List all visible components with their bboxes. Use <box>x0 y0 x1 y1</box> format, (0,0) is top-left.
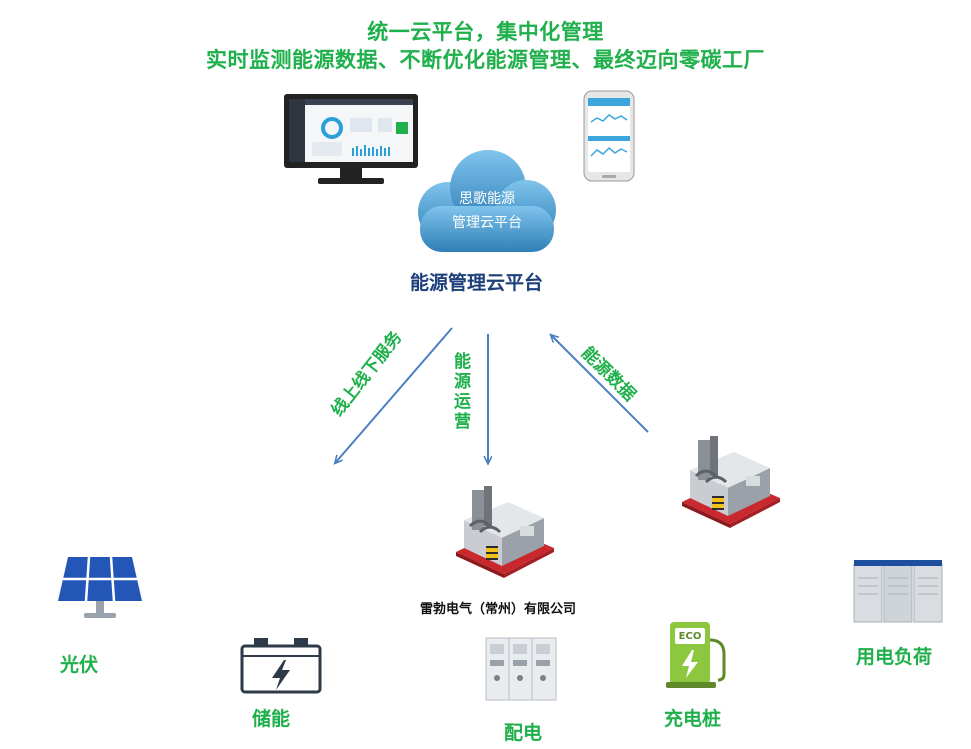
label-load: 用电负荷 <box>856 646 933 668</box>
factory-icon <box>456 486 554 578</box>
arrow-service <box>336 327 453 462</box>
arrow-label-operation: 能源运营 <box>450 352 470 432</box>
hvac-unit-icon <box>853 560 943 623</box>
label-storage: 储能 <box>252 708 291 730</box>
label-distribution: 配电 <box>504 722 543 744</box>
headline-line-2: 实时监测能源数据、不断优化能源管理、最终迈向零碳工厂 <box>206 48 765 72</box>
platform-name: 能源管理云平台 <box>410 272 544 294</box>
battery-icon <box>240 638 322 694</box>
factory-icon-2 <box>682 436 780 528</box>
solar-panel-icon <box>58 556 142 618</box>
smartphone-icon <box>583 90 635 182</box>
arrow-data <box>552 336 649 433</box>
monitor-icon <box>284 94 418 184</box>
cloud-label-line-1: 思歌能源 <box>459 191 515 207</box>
switchgear-icon <box>485 637 557 701</box>
cloud-label-line-2: 管理云平台 <box>452 215 522 231</box>
ev-charger-icon <box>666 622 726 688</box>
cloud-icon <box>418 150 556 252</box>
charger-badge: ECO <box>678 631 702 642</box>
company-name: 雷勃电气（常州）有限公司 <box>420 602 577 617</box>
label-solar: 光伏 <box>60 654 99 676</box>
headline-line-1: 统一云平台，集中化管理 <box>367 20 604 44</box>
label-charging: 充电桩 <box>664 708 722 730</box>
